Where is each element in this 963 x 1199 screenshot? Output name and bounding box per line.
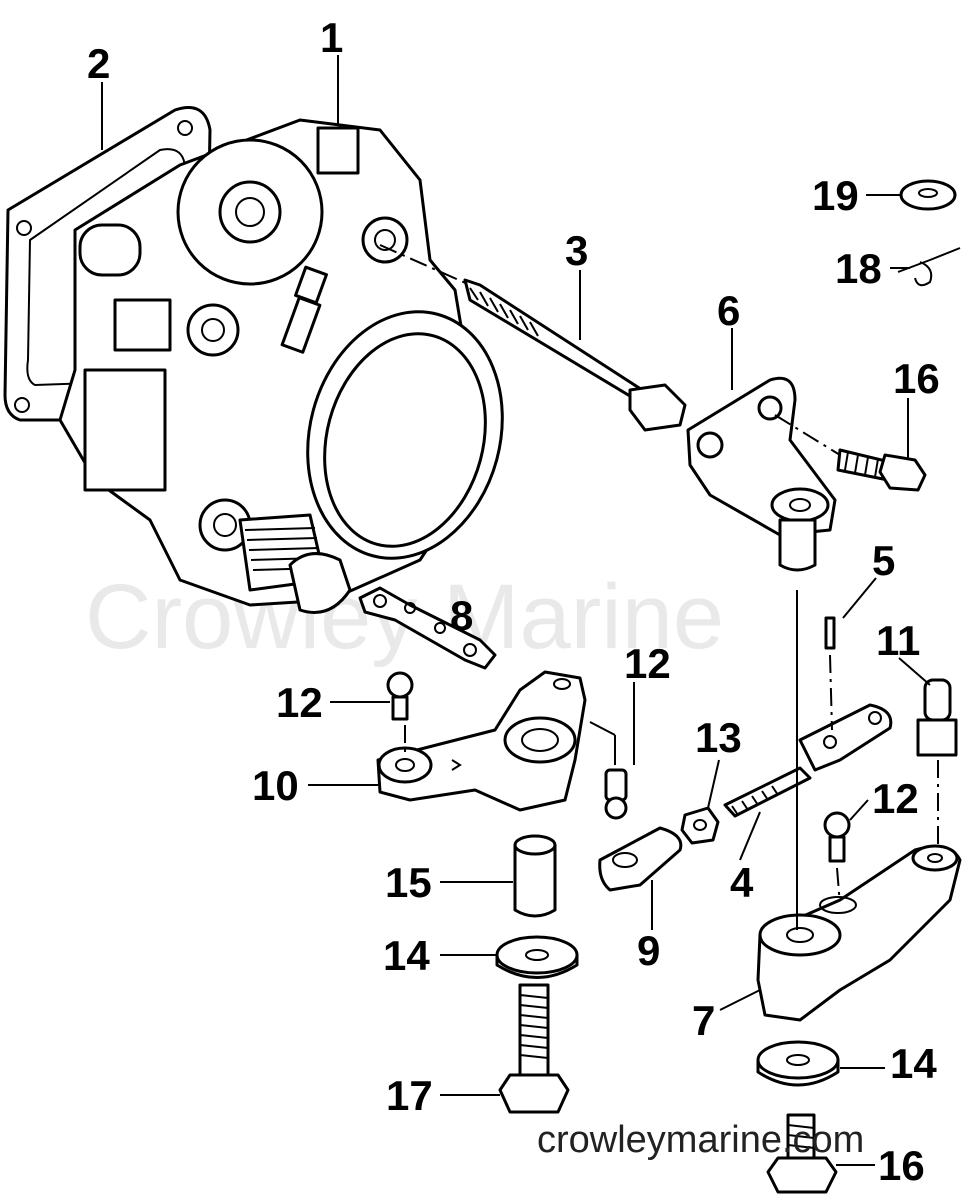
callout-1: 1 — [320, 14, 343, 61]
callout-11: 11 — [876, 617, 920, 664]
throttle-bore — [306, 310, 504, 560]
callout-16-lower: 16 — [878, 1142, 925, 1189]
callout-18: 18 — [835, 245, 882, 292]
leader-lines — [101, 55, 931, 1166]
part-16-bolt-lower — [766, 1113, 838, 1194]
callout-12-a: 12 — [276, 679, 323, 726]
footer-url: crowleymarine.com — [537, 1119, 864, 1161]
callout-2: 2 — [87, 40, 110, 87]
callout-9: 9 — [637, 927, 660, 974]
part-14-washer-right — [756, 1040, 840, 1087]
part-12-ball-stud-c — [823, 811, 851, 906]
callout-13: 13 — [695, 714, 742, 761]
callout-12-c: 12 — [872, 775, 919, 822]
part-9-rod-end — [598, 826, 683, 892]
part-6-bracket — [686, 376, 841, 572]
callout-8: 8 — [450, 592, 473, 639]
callout-14-right: 14 — [890, 1040, 937, 1087]
part-13-nut — [680, 806, 720, 845]
part-17-bolt — [498, 983, 570, 1114]
part-19-washer — [899, 179, 957, 211]
part-12-ball-stud-b — [589, 721, 628, 820]
callout-12-b: 12 — [624, 640, 671, 687]
part-5-pin — [824, 616, 836, 731]
callout-14-left: 14 — [383, 932, 430, 979]
callout-3: 3 — [565, 227, 588, 274]
callout-10: 10 — [252, 762, 299, 809]
callout-16-upper: 16 — [893, 355, 940, 402]
part-3-bolt — [379, 244, 687, 432]
callout-17: 17 — [386, 1072, 433, 1119]
part-18-clip — [897, 247, 961, 287]
callout-7: 7 — [692, 997, 715, 1044]
callout-4: 4 — [730, 859, 754, 906]
part-12-ball-stud-a — [386, 671, 414, 755]
part-14-washer-left — [495, 935, 579, 979]
part-7-lever — [756, 590, 962, 1022]
part-15-spacer — [513, 834, 557, 918]
callout-6: 6 — [717, 287, 740, 334]
callout-5: 5 — [872, 537, 895, 584]
part-8-link-rod — [358, 586, 497, 670]
part-11-stud — [916, 678, 958, 848]
callout-19: 19 — [812, 172, 859, 219]
part-16-bolt-upper — [836, 448, 927, 492]
callout-15: 15 — [385, 859, 432, 906]
part-10-lever — [376, 670, 587, 812]
part-4-rod — [723, 703, 893, 818]
